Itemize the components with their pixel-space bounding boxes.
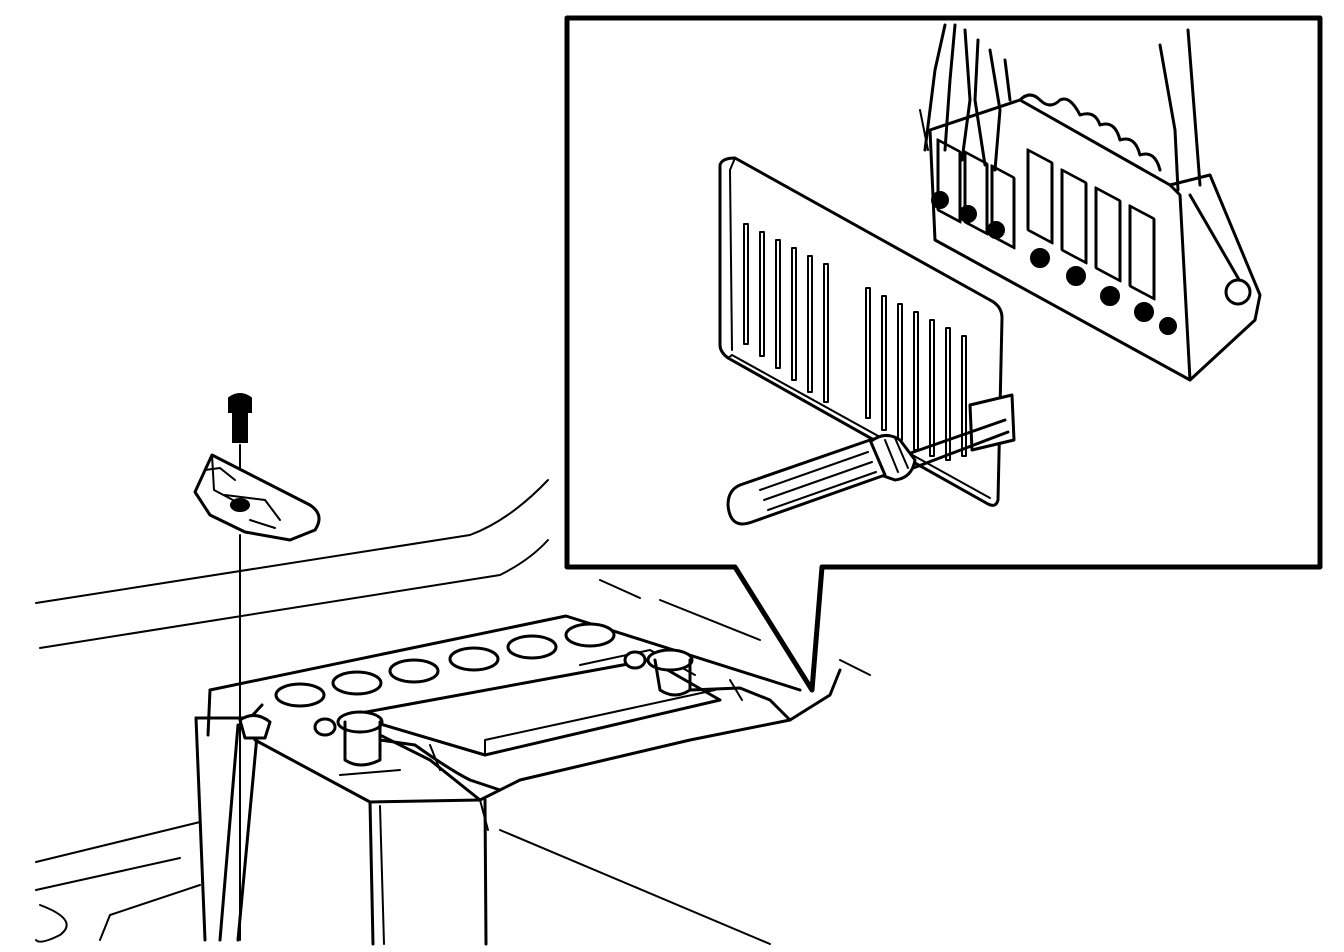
fuse-slots — [936, 138, 1156, 301]
fuse-box-cover-bracket-icon — [193, 453, 321, 542]
mounting-screw-icon — [228, 393, 252, 481]
battery-terminal-positive — [313, 710, 401, 776]
battery-icon — [194, 614, 802, 946]
screwdriver-icon — [726, 418, 1010, 526]
battery-cell-caps — [274, 622, 616, 708]
fuse-box-icon — [919, 23, 1262, 382]
battery-cable-icon — [378, 668, 842, 831]
hold-down-strap — [218, 714, 272, 942]
fuse-box-wires — [919, 23, 1202, 192]
body-panel-lines — [35, 479, 871, 945]
fuse-terminals — [931, 191, 1177, 335]
battery-terminal-negative — [623, 648, 694, 697]
